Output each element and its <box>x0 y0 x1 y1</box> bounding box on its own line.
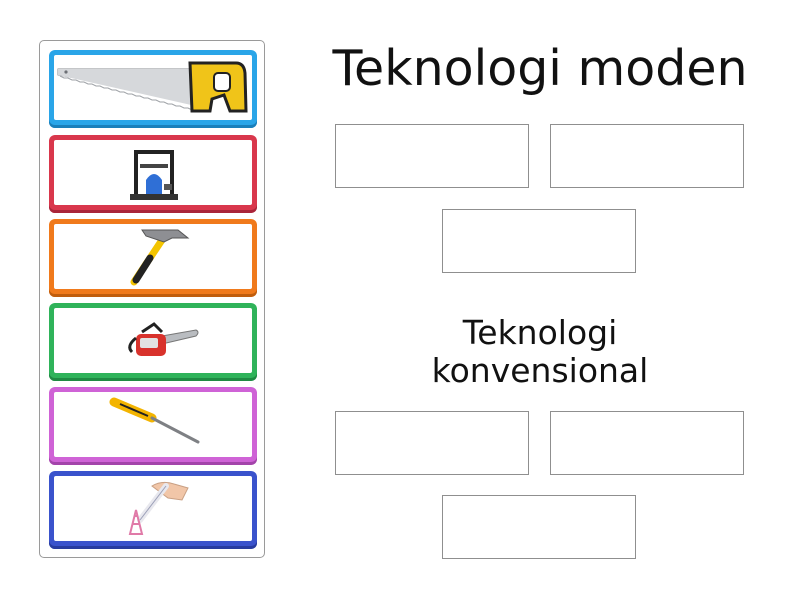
card-hammer-image <box>54 224 252 289</box>
group-title-conventional: Teknologi konvensional <box>431 313 649 390</box>
card-screwdriver[interactable] <box>49 387 257 465</box>
card-hammer[interactable] <box>49 219 257 297</box>
chainsaw-icon <box>128 322 199 356</box>
group-title-modern: Teknologi moden <box>332 40 748 97</box>
screwdriver-icon <box>109 397 200 444</box>
card-bank <box>39 40 265 558</box>
drop-zone-modern-3[interactable] <box>442 209 636 273</box>
drop-zone-modern-1[interactable] <box>335 124 529 188</box>
hammer-icon <box>130 229 190 286</box>
drop-zone-conventional-1[interactable] <box>335 411 529 475</box>
card-3d-pen-image <box>54 476 252 541</box>
3d-pen-icon <box>128 481 189 535</box>
card-chainsaw-image <box>54 308 252 373</box>
drop-zone-conventional-3[interactable] <box>442 495 636 559</box>
saw-icon <box>57 61 248 113</box>
card-saw-image <box>54 55 252 120</box>
card-3d-printer[interactable] <box>49 135 257 213</box>
drop-zone-modern-2[interactable] <box>550 124 744 188</box>
card-saw[interactable] <box>49 50 257 128</box>
card-3d-pen[interactable] <box>49 471 257 549</box>
3d-printer-icon <box>130 150 178 200</box>
card-3d-printer-image <box>54 140 252 205</box>
drop-zone-conventional-2[interactable] <box>550 411 744 475</box>
card-screwdriver-image <box>54 392 252 457</box>
card-chainsaw[interactable] <box>49 303 257 381</box>
